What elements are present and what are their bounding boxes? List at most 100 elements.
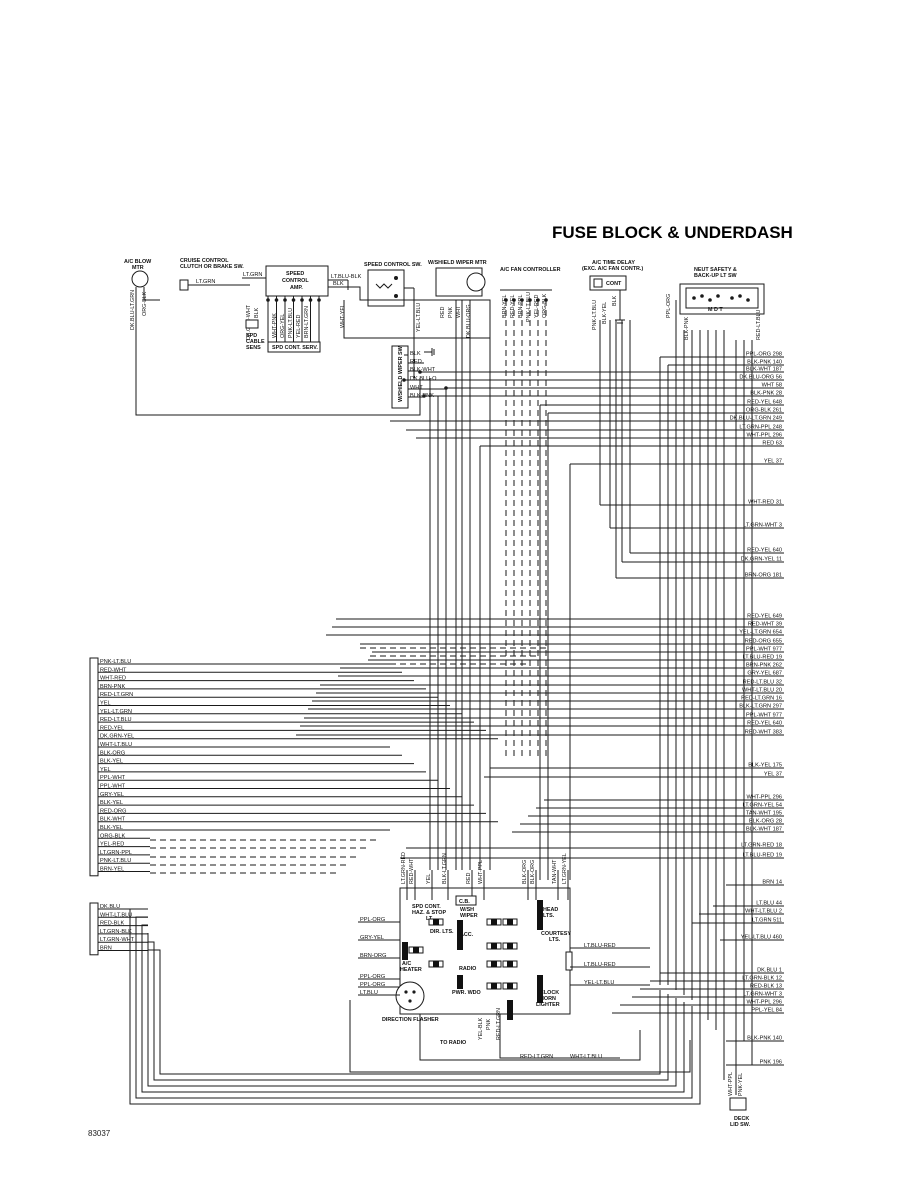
wiper-sw-wire-3: BLK-WHT bbox=[410, 367, 436, 373]
right-wire-label: LT.GRN-WHT 3 bbox=[743, 523, 782, 529]
return-wire bbox=[148, 941, 669, 1081]
time-delay-2: (EXC. A/C FAN CONTR.) bbox=[582, 266, 643, 272]
junction-dot bbox=[308, 298, 313, 302]
cruise-label-1: CRUISE CONTROL bbox=[180, 258, 229, 264]
time-delay-1: A/C TIME DELAY bbox=[592, 260, 635, 266]
right-wire-label: BRN-ORG 181 bbox=[745, 573, 782, 579]
junction-dot bbox=[700, 294, 704, 298]
right-wire-label: RED-LT.BLU 32 bbox=[743, 680, 782, 686]
wiper-sw-wire-4: DK.BLU-O bbox=[410, 376, 437, 382]
junction-dot bbox=[418, 370, 422, 374]
fuse-left-label: PPL-ORG bbox=[360, 974, 385, 980]
acc-label: ACC. bbox=[460, 932, 474, 938]
fuse-left-label: GRY-YEL bbox=[360, 935, 384, 941]
wsh-wiper-2: WIPER bbox=[460, 913, 478, 919]
head-lts-1: HEAD bbox=[543, 907, 558, 913]
left-a-wire-label: YEL bbox=[100, 701, 111, 707]
ac-fan-controller: A/C FAN CONTROLLER BRN-YEL RED-YEL BRN-P… bbox=[500, 267, 561, 322]
right-wire-label: RED-BLK 13 bbox=[750, 984, 782, 990]
left-b-wire-label: WHT-LT.BLU bbox=[100, 912, 132, 918]
right-wire-label: WHT-PPL 296 bbox=[746, 795, 782, 801]
right-wire-label: RED-YEL 649 bbox=[747, 614, 782, 620]
left-b-wire-label: LT.GRN-WHT bbox=[100, 937, 135, 943]
pwr-wdo-label: PWR. WDO bbox=[452, 990, 481, 996]
right-wire-label: WHT-LT.BLU 2 bbox=[745, 909, 782, 915]
wiper-sw-wire-2: RED bbox=[410, 359, 422, 365]
wire bbox=[499, 1014, 620, 1059]
right-wire-label: DK.BLU-LT.GRN 249 bbox=[730, 416, 782, 422]
junction-dot bbox=[528, 298, 532, 302]
ac-blower-motor: A/C BLOW MTR DK.BLU-LT.GRN ORG-BLK bbox=[124, 259, 152, 410]
diagram-title: FUSE BLOCK & UNDERDASH bbox=[552, 223, 793, 242]
left-a-wire-label: YEL bbox=[100, 767, 111, 773]
fuse-top-label: RED-WHT bbox=[409, 858, 415, 884]
right-wire-label: BLK-WHT 187 bbox=[746, 827, 782, 833]
junction-dot bbox=[274, 298, 279, 302]
left-a-wire-label: RED-YEL bbox=[100, 725, 124, 731]
right-wire-label: YEL-LT.BLU 460 bbox=[741, 935, 782, 941]
fan-ctrl-label: A/C FAN CONTROLLER bbox=[500, 267, 561, 273]
amp-blk: BLK bbox=[333, 281, 344, 287]
left-a-wire-label: PNK-LT.BLU bbox=[100, 659, 131, 665]
fuse-bottom-label: PNK bbox=[486, 1019, 492, 1030]
junction-dot bbox=[512, 298, 516, 302]
time-delay-wire-2: BLK-YEL bbox=[602, 302, 608, 324]
fuse-bottom-label: WHT-LT.BLU bbox=[570, 1054, 602, 1060]
left-a-wire-label: BLK-YEL bbox=[100, 800, 123, 806]
left-a-wire-label: BLK-YEL bbox=[100, 759, 123, 765]
amp-label-2: CONTROL bbox=[282, 278, 309, 284]
connector-icon bbox=[89, 902, 99, 956]
left-a-wire-label: DK.GRN-YEL bbox=[100, 734, 134, 740]
left-a-wire-label: RED-LT.GRN bbox=[100, 692, 133, 698]
right-wire-label: RED-ORG 655 bbox=[745, 639, 782, 645]
junction-dot bbox=[738, 294, 742, 298]
fan-ctrl-wire-3: BRN-PPL bbox=[518, 295, 524, 318]
connector-icon bbox=[89, 657, 99, 877]
fan-ctrl-wire-2: RED-YEL bbox=[510, 295, 516, 318]
figure-number: 83037 bbox=[88, 1129, 111, 1138]
fuse-top-label: RED bbox=[466, 873, 472, 884]
amp-lt-grn: LT.GRN bbox=[243, 272, 262, 278]
wiper-sw-wire-6: BLK-PNK bbox=[410, 393, 434, 399]
fuse-bottom-label: WHT-PPL bbox=[728, 1072, 734, 1096]
junction-dot bbox=[444, 386, 448, 390]
right-wire-label: BRN 14 bbox=[762, 880, 782, 886]
right-wire-label: WHT-PPL 296 bbox=[746, 433, 782, 439]
fuse-bottom-label: RED-LT.GRN bbox=[496, 1008, 502, 1040]
yel-lt-blu-label: YEL-LT.BLU bbox=[416, 303, 422, 332]
fuse-icon bbox=[457, 975, 463, 989]
junction-dot bbox=[708, 298, 712, 302]
ac-time-delay: A/C TIME DELAY (EXC. A/C FAN CONTR.) CON… bbox=[582, 260, 643, 330]
spd-sw-label: SPEED CONTROL SW. bbox=[364, 262, 422, 268]
left-connector-a: PNK-LT.BLURED-WHTWHT-REDBRN-PNKRED-LT.GR… bbox=[89, 657, 150, 877]
junction-dot bbox=[291, 298, 296, 302]
right-wire-label: RED-YEL 640 bbox=[747, 548, 782, 554]
fan-ctrl-wire-6: ORG-BLK bbox=[542, 293, 548, 318]
right-wire-label: YEL 37 bbox=[764, 772, 782, 778]
neutral-safety-switch: NEUT SAFETY & BACK-UP LT SW M D T PPL-OR… bbox=[666, 267, 765, 340]
left-a-wire-label: PPL-WHT bbox=[100, 775, 126, 781]
left-a-wire-label: WHT-LT.BLU bbox=[100, 742, 132, 748]
right-wire-label: WHT-RED 31 bbox=[748, 500, 782, 506]
spd-cont-2: HAZ. & STOP bbox=[412, 910, 446, 916]
fan-ctrl-wire-5: YEL-RED bbox=[534, 295, 540, 318]
right-wire-label: BLK-PNK 140 bbox=[747, 1036, 782, 1042]
fuse-bottom-label: PNK-YEL bbox=[738, 1073, 744, 1096]
right-wire-label: YEL-LT.GRN 654 bbox=[739, 630, 782, 636]
fuse-top-label: BLK-ORG bbox=[530, 860, 536, 884]
fuse-top-label: BLK-LT.GRN bbox=[442, 853, 448, 884]
wire bbox=[143, 296, 160, 301]
left-a-wire-label: GRY-YEL bbox=[100, 792, 124, 798]
amp-left-2: BLK bbox=[254, 307, 260, 318]
junction-dot bbox=[730, 296, 734, 300]
junction-dot bbox=[317, 298, 321, 302]
fuse-right-label: LT.BLU-RED bbox=[584, 943, 616, 949]
wiper-mtr-wire-1: RED bbox=[440, 307, 446, 318]
right-wire-label: RED 63 bbox=[762, 441, 782, 447]
right-wire-label: TAN-WHT 195 bbox=[746, 811, 782, 817]
deck-lid-switch: DECK LID SW. bbox=[729, 1097, 751, 1128]
right-wire-label: LT.BLU-RED 19 bbox=[743, 655, 782, 661]
right-wire-label: LT.GRN-BLK 12 bbox=[742, 976, 782, 982]
